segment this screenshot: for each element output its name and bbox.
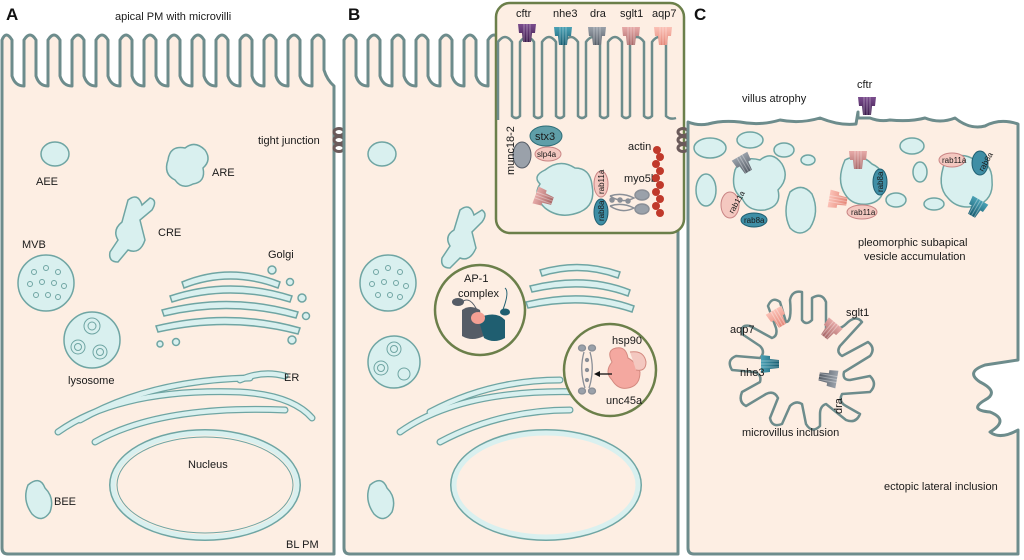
vesicle-inset	[536, 162, 594, 216]
tight-junction-label: tight junction	[258, 135, 320, 147]
rab11a-protein	[593, 170, 609, 198]
panel-a-letter: A	[6, 5, 18, 24]
munc18-2-protein	[512, 141, 532, 169]
panel-b: B	[342, 1, 686, 556]
pleomorphic-label-1: pleomorphic subapical	[858, 237, 967, 249]
mvb-organelle	[17, 254, 75, 312]
villus-atrophy-label: villus atrophy	[742, 93, 807, 105]
hsp90-label: hsp90	[612, 335, 642, 347]
cftr-label-c: cftr	[857, 79, 873, 91]
bee-label: BEE	[54, 496, 76, 508]
arrow-icon	[594, 371, 612, 377]
pleomorphic-label-2: vesicle accumulation	[864, 251, 966, 263]
ap1-label-1: AP-1	[464, 273, 488, 285]
er-organelle-b-inner	[397, 377, 585, 445]
myosin-icon-folding	[577, 344, 597, 395]
transporter-icon-cftr-c	[857, 96, 877, 116]
actin-label: actin	[628, 141, 651, 153]
transporter-label-cftr: cftr	[516, 8, 532, 20]
rab8a-label-inset: rab8a	[597, 200, 606, 221]
inset-box: cftr nhe3 dra sglt1 aqp7 stx3 slp4a munc…	[494, 1, 686, 235]
ap1-complex-callout: AP-1 complex	[433, 263, 527, 357]
lysosome-organelle	[63, 311, 121, 369]
bee-organelle	[25, 479, 53, 520]
cre-organelle	[108, 196, 156, 263]
aee-organelle	[40, 141, 70, 167]
are-organelle	[165, 143, 209, 187]
aee-label: AEE	[36, 176, 58, 188]
ap1-complex-icon	[452, 287, 510, 341]
panel-c: C villus atrophy cftr rab11a rab8a	[686, 5, 1020, 556]
rab11a-label-c2: rab11a	[851, 208, 876, 217]
ectopic-label: ectopic lateral inclusion	[884, 481, 998, 493]
rab11a-label-inset: rab11a	[597, 169, 606, 194]
slp4a-protein	[534, 146, 562, 162]
nucleus	[109, 429, 301, 541]
stx3-label: stx3	[535, 131, 555, 143]
myosin-icon	[609, 189, 650, 215]
panel-c-letter: C	[694, 5, 706, 24]
rab8a-label-c1: rab8a	[744, 216, 765, 225]
munc18-2-label: munc18-2	[505, 126, 517, 175]
golgi-label: Golgi	[268, 249, 294, 261]
rab8a-label-c2: rab8a	[876, 171, 885, 192]
lysosome-label: lysosome	[68, 375, 114, 387]
rab8a-protein-c1	[740, 212, 768, 228]
cre-label: CRE	[158, 227, 181, 239]
er-label: ER	[284, 372, 299, 384]
hsp90-callout: hsp90 unc45a	[562, 322, 658, 418]
rab8a-protein	[593, 198, 609, 226]
cell-a-membrane	[0, 33, 336, 556]
panel-b-letter: B	[348, 5, 360, 24]
lysosome-organelle-b	[367, 335, 421, 389]
transporter-label-aqp7: aqp7	[652, 8, 676, 20]
actin-filament-icon	[652, 146, 664, 217]
rab11a-protein-c1	[720, 191, 740, 219]
microvillus-inclusion	[728, 290, 876, 431]
transporter-label-dra: dra	[590, 8, 607, 20]
sglt1-label-c: sglt1	[846, 307, 869, 319]
transporter-label-sglt1: sglt1	[620, 8, 643, 20]
bl-pm-label: BL PM	[286, 539, 319, 551]
nucleus-b	[450, 429, 642, 541]
rab11a-protein-c2	[846, 204, 878, 220]
golgi-organelle-b	[525, 263, 635, 313]
apical-pm-label: apical PM with microvilli	[115, 11, 231, 23]
dra-label-c: dra	[833, 397, 845, 414]
subapical-vesicles	[693, 131, 993, 234]
mvb-organelle-b	[359, 254, 417, 312]
er-organelle-inner	[55, 371, 315, 445]
are-label: ARE	[212, 167, 235, 179]
golgi-organelle	[155, 265, 311, 348]
rab11a-protein-c3	[938, 152, 966, 168]
rab8a-protein-c2	[872, 168, 888, 196]
rab8a-protein-c3	[971, 150, 989, 176]
aee-organelle-b	[367, 141, 397, 167]
nucleus-label: Nucleus	[188, 459, 228, 471]
ap1-label-2: complex	[458, 288, 499, 300]
hsp90-icon	[607, 347, 647, 389]
unc45a-label: unc45a	[606, 395, 643, 407]
rab11a-label-c3: rab11a	[942, 156, 967, 165]
mvb-label: MVB	[22, 239, 46, 251]
aqp7-label-c: aqp7	[730, 324, 754, 336]
bee-organelle-b	[367, 479, 395, 520]
cre-organelle-b	[440, 206, 486, 269]
panel-a: A apical PM with microvilli AEE ARE CRE …	[0, 5, 336, 556]
mvi-label: microvillus inclusion	[742, 427, 839, 439]
transporter-label-nhe3: nhe3	[553, 8, 577, 20]
slp4a-label: slp4a	[537, 150, 557, 159]
stx3-protein	[529, 125, 563, 147]
myo5b-label: myo5b	[624, 173, 657, 185]
nhe3-label-c: nhe3	[740, 367, 764, 379]
